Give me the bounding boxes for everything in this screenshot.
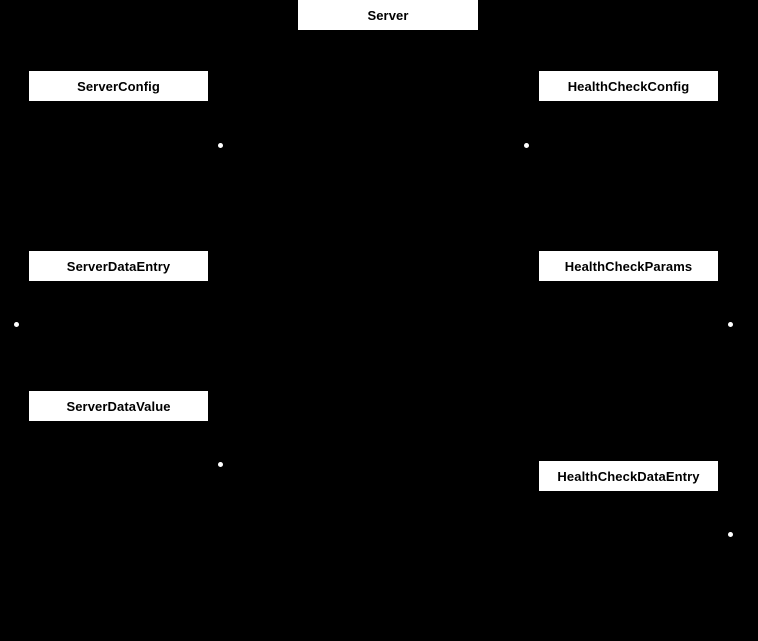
edge-endpoint-dot bbox=[218, 462, 223, 467]
node-health-check-config[interactable]: HealthCheckConfig bbox=[539, 71, 718, 101]
node-health-check-params[interactable]: HealthCheckParams bbox=[539, 251, 718, 281]
node-server-data-value-label: ServerDataValue bbox=[66, 398, 171, 414]
node-server-data-entry[interactable]: ServerDataEntry bbox=[29, 251, 208, 281]
node-server-config-label: ServerConfig bbox=[77, 78, 160, 94]
edge-endpoint-dot bbox=[728, 532, 733, 537]
node-health-check-data-entry-label: HealthCheckDataEntry bbox=[557, 468, 700, 484]
node-health-check-params-label: HealthCheckParams bbox=[564, 258, 693, 274]
edge-endpoint-dot bbox=[14, 322, 19, 327]
edge-endpoint-dot bbox=[728, 322, 733, 327]
edge-endpoint-dot bbox=[218, 143, 223, 148]
node-server-config[interactable]: ServerConfig bbox=[29, 71, 208, 101]
node-server-data-entry-label: ServerDataEntry bbox=[66, 258, 171, 274]
node-server[interactable]: Server bbox=[298, 0, 478, 30]
node-server-label: Server bbox=[367, 7, 409, 23]
edge-endpoint-dot bbox=[524, 143, 529, 148]
node-health-check-config-label: HealthCheckConfig bbox=[567, 78, 690, 94]
node-health-check-data-entry[interactable]: HealthCheckDataEntry bbox=[539, 461, 718, 491]
node-server-data-value[interactable]: ServerDataValue bbox=[29, 391, 208, 421]
